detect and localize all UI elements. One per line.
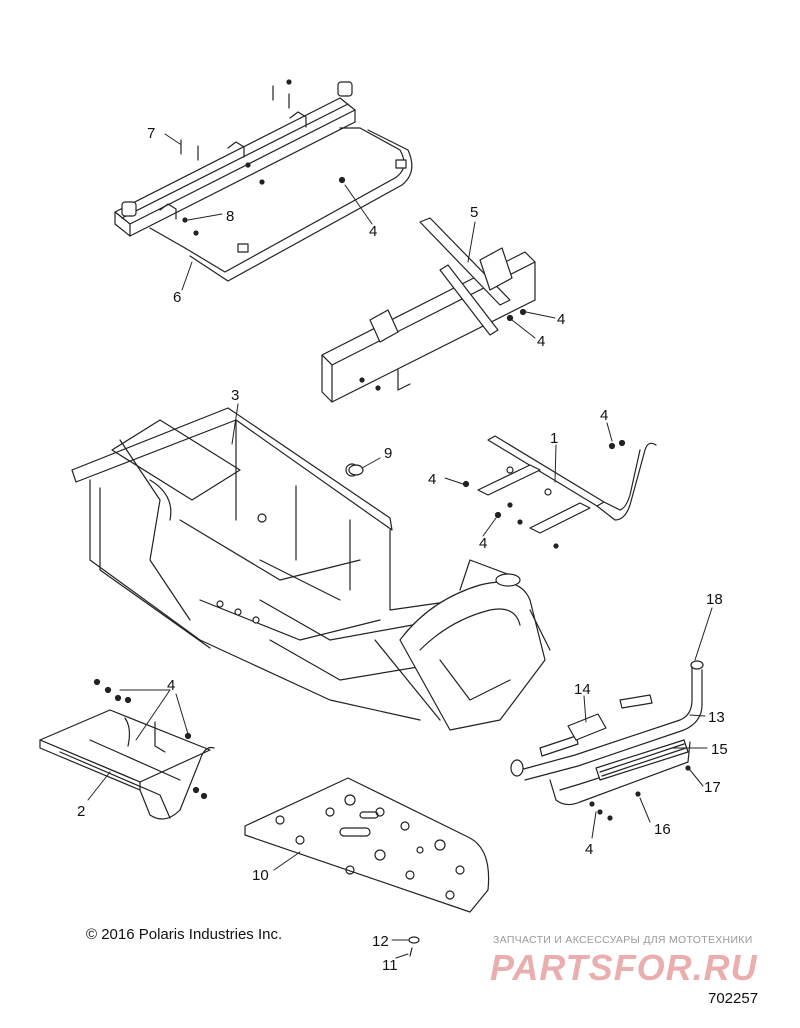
callout-15: 15 <box>711 741 728 758</box>
callout-9: 9 <box>384 445 392 462</box>
callout-11: 11 <box>382 957 398 974</box>
document-number: 702257 <box>708 990 759 1007</box>
callout-6: 6 <box>173 289 181 306</box>
callout-4: 4 <box>167 677 175 694</box>
skid-plate <box>244 777 490 913</box>
grommet-small <box>408 936 420 944</box>
grommet <box>348 464 364 476</box>
callout-17: 17 <box>704 779 721 796</box>
skid-mount-bracket <box>39 678 215 820</box>
callout-3: 3 <box>231 387 239 404</box>
callout-7: 7 <box>147 125 155 142</box>
callout-4: 4 <box>557 311 565 328</box>
callout-4: 4 <box>428 471 436 488</box>
callout-4: 4 <box>585 841 593 858</box>
callout-16: 16 <box>654 821 671 838</box>
main-chassis-frame <box>71 407 551 731</box>
rear-support-bracket <box>462 435 657 549</box>
cargo-box-frame <box>114 79 413 282</box>
front-bumper <box>510 660 704 821</box>
callout-14: 14 <box>574 681 591 698</box>
callout-4: 4 <box>479 535 487 552</box>
callout-12: 12 <box>372 933 389 950</box>
callout-4: 4 <box>369 223 377 240</box>
callout-1: 1 <box>550 430 558 447</box>
callout-labels: 7 8 4 6 5 4 4 3 9 1 4 4 4 18 4 14 13 15 … <box>77 125 728 974</box>
callout-2: 2 <box>77 803 85 820</box>
callout-4: 4 <box>600 407 608 424</box>
callout-13: 13 <box>708 709 725 726</box>
callout-4: 4 <box>537 333 545 350</box>
watermark-tagline: ЗАПЧАСТИ И АКСЕССУАРЫ ДЛЯ МОТОТЕХНИКИ <box>493 934 753 946</box>
watermark-logo-text: PARTSFOR.RU <box>490 947 758 986</box>
copyright-text: © 2016 Polaris Industries Inc. <box>86 926 283 943</box>
leader-lines <box>87 133 713 959</box>
watermark-logo: PARTSFOR.RU <box>490 947 758 986</box>
callout-18: 18 <box>706 591 723 608</box>
callout-10: 10 <box>252 867 269 884</box>
cross-member-assembly <box>321 217 536 403</box>
callout-8: 8 <box>226 208 234 225</box>
callout-5: 5 <box>470 204 478 221</box>
